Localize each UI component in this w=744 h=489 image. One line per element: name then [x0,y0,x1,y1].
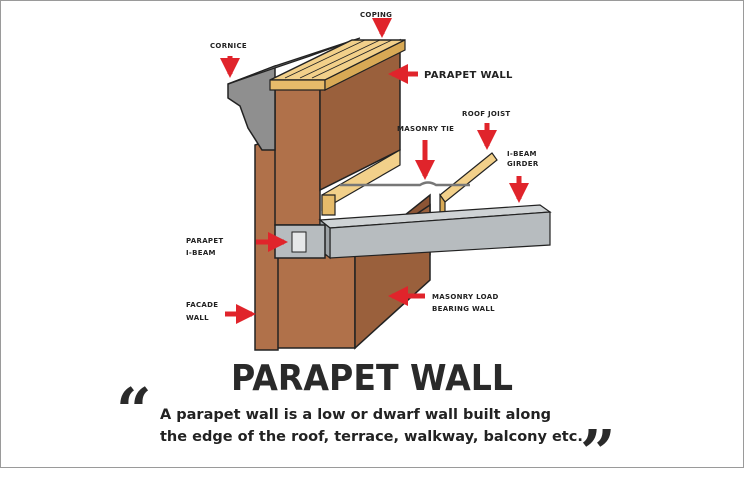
coping [269,39,406,91]
parapet-wall-diagram: COPING CORNICE PARAPET WALL ROOF JOIST M… [186,11,552,351]
label-parapet-ibeam-1: PARAPET [186,237,224,245]
page-title: PARAPET WALL [231,358,513,399]
ibeam-girder [318,204,552,260]
label-ibeam-girder-1: I-BEAM [507,150,537,158]
label-ibeam-girder-2: GIRDER [507,160,539,168]
masonry-tie [340,181,470,187]
roof-joist [321,148,498,216]
cornice [227,37,361,151]
label-facade-wall-2: WALL [186,314,209,322]
label-facade-wall-1: FACADE [186,301,218,309]
description-line-1: A parapet wall is a low or dwarf wall bu… [160,407,552,423]
label-roof-joist: ROOF JOIST [462,110,511,118]
description-line-2: the edge of the roof, terrace, walkway, … [160,429,583,445]
label-parapet-ibeam-2: I-BEAM [186,249,216,257]
description: A parapet wall is a low or dwarf wall bu… [160,404,600,448]
label-parapet-wall: PARAPET WALL [424,70,513,81]
label-coping: COPING [360,11,392,19]
label-masonry-load-2: BEARING WALL [432,305,495,313]
label-cornice: CORNICE [210,42,247,50]
arrows [220,18,529,324]
label-masonry-load-1: MASONRY LOAD [432,293,499,301]
label-masonry-tie: MASONRY TIE [397,125,454,133]
open-quote-icon: “ [116,374,152,447]
